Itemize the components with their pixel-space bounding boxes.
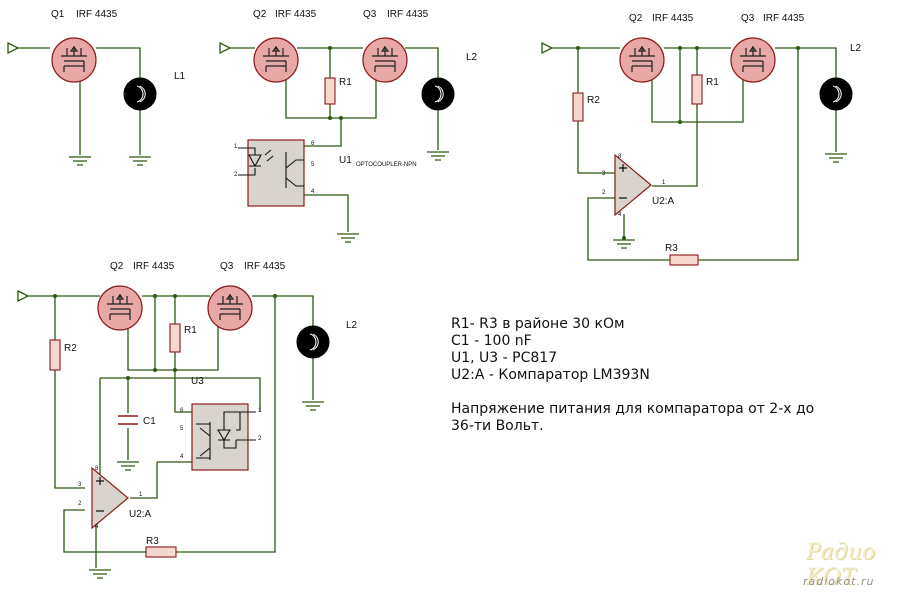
resistor-r1 [691, 74, 703, 105]
label-r3: R3 [665, 243, 678, 254]
mosfet-q3 [207, 285, 253, 331]
watermark-logo: Радио КОТ [806, 540, 876, 590]
svg-text:2: 2 [602, 190, 606, 196]
resistor-r3 [145, 546, 177, 558]
note-supply-line1: Напряжение питания для компаратора от 2-… [451, 401, 815, 417]
svg-text:2: 2 [78, 501, 82, 507]
svg-text:8: 8 [618, 154, 622, 160]
mosfet-q3 [730, 37, 776, 83]
lamp-l2 [819, 77, 853, 111]
label-u3: U3 [191, 376, 204, 387]
svg-text:3: 3 [78, 482, 82, 488]
label-l2: L2 [346, 320, 358, 331]
label-q1: Q1 [51, 9, 65, 20]
svg-text:1: 1 [234, 144, 238, 150]
svg-text:4: 4 [95, 524, 99, 530]
label-u2a: U2:A [129, 509, 152, 520]
label-l2: L2 [466, 52, 478, 63]
note-capacitor: C1 - 100 nF [451, 333, 532, 349]
label-r1: R1 [339, 77, 352, 88]
capacitor-c1 [118, 415, 138, 425]
svg-text:2: 2 [258, 436, 262, 442]
circuit-1: Q1 IRF 4435 L1 [7, 9, 186, 166]
note-optocouplers: U1, U3 - PC817 [451, 350, 558, 366]
svg-text:4: 4 [180, 454, 184, 460]
label-q2: Q2 [110, 261, 124, 272]
circuit-4: 6 5 4 1 2 3 2 1 8 4 Q2 IRF 4435 Q3 IRF 4… [17, 261, 358, 579]
mosfet-q2 [253, 37, 299, 83]
label-u1: U1 [339, 155, 352, 166]
circuit-2: 1 2 6 5 4 Q2 IRF 4435 Q3 IRF 4435 L2 R1 … [219, 9, 478, 243]
label-q1-type: IRF 4435 [76, 9, 118, 20]
svg-text:6: 6 [311, 141, 315, 147]
svg-text:4: 4 [311, 189, 315, 195]
label-q3: Q3 [741, 13, 755, 24]
optocoupler-u1 [238, 139, 305, 207]
label-q2: Q2 [629, 13, 643, 24]
svg-text:4: 4 [618, 212, 622, 218]
optocoupler-u3 [191, 403, 256, 471]
label-q3: Q3 [220, 261, 234, 272]
junction-dots [53, 46, 800, 380]
circuit-3: 3 2 1 8 4 Q2 IRF 4435 Q3 IRF 4435 L2 R1 … [541, 13, 862, 266]
resistor-r2 [49, 339, 61, 371]
label-l2: L2 [850, 43, 862, 54]
label-q2-type: IRF 4435 [652, 13, 694, 24]
mosfet-q2 [619, 37, 665, 83]
comparator-u2a [91, 467, 129, 529]
svg-text:6: 6 [180, 408, 184, 414]
mosfet-q1 [51, 37, 97, 83]
svg-text:1: 1 [258, 408, 262, 414]
resistor-r1 [324, 77, 336, 105]
label-q3-type: IRF 4435 [244, 261, 286, 272]
lamp-l2 [421, 77, 455, 111]
label-r2: R2 [64, 343, 77, 354]
note-comparator: U2:A - Компаратор LM393N [451, 367, 650, 383]
label-q2-type: IRF 4435 [133, 261, 175, 272]
note-resistors: R1- R3 в районе 30 кОм [451, 316, 625, 332]
svg-text:8: 8 [95, 466, 99, 472]
resistor-r1 [169, 323, 181, 353]
svg-text:5: 5 [180, 426, 184, 432]
svg-text:1: 1 [662, 180, 666, 186]
label-u1-type: OPTOCOUPLER-NPN [356, 162, 417, 168]
label-q2: Q2 [253, 9, 267, 20]
label-l1: L1 [174, 71, 186, 82]
lamp-l1 [123, 77, 157, 111]
svg-text:3: 3 [602, 171, 606, 177]
label-q2-type: IRF 4435 [275, 9, 317, 20]
resistor-r2 [572, 92, 584, 122]
label-q3: Q3 [363, 9, 377, 20]
mosfet-q2 [97, 285, 143, 331]
svg-text:1: 1 [139, 492, 143, 498]
label-r1: R1 [706, 77, 719, 88]
label-r3: R3 [146, 536, 159, 547]
comparator-u2a [614, 154, 652, 216]
label-r1: R1 [184, 325, 197, 336]
label-q3-type: IRF 4435 [387, 9, 429, 20]
mosfet-q3 [362, 37, 408, 83]
lamp-l2 [296, 325, 330, 359]
svg-text:5: 5 [311, 162, 315, 168]
resistor-r3 [669, 254, 699, 266]
label-c1: C1 [143, 416, 156, 427]
label-q3-type: IRF 4435 [763, 13, 805, 24]
label-u2a: U2:A [652, 196, 675, 207]
label-r2: R2 [587, 95, 600, 106]
note-supply-line2: 36-ти Вольт. [451, 418, 544, 434]
svg-text:2: 2 [234, 172, 238, 178]
watermark-url: radiokot.ru [803, 575, 875, 588]
